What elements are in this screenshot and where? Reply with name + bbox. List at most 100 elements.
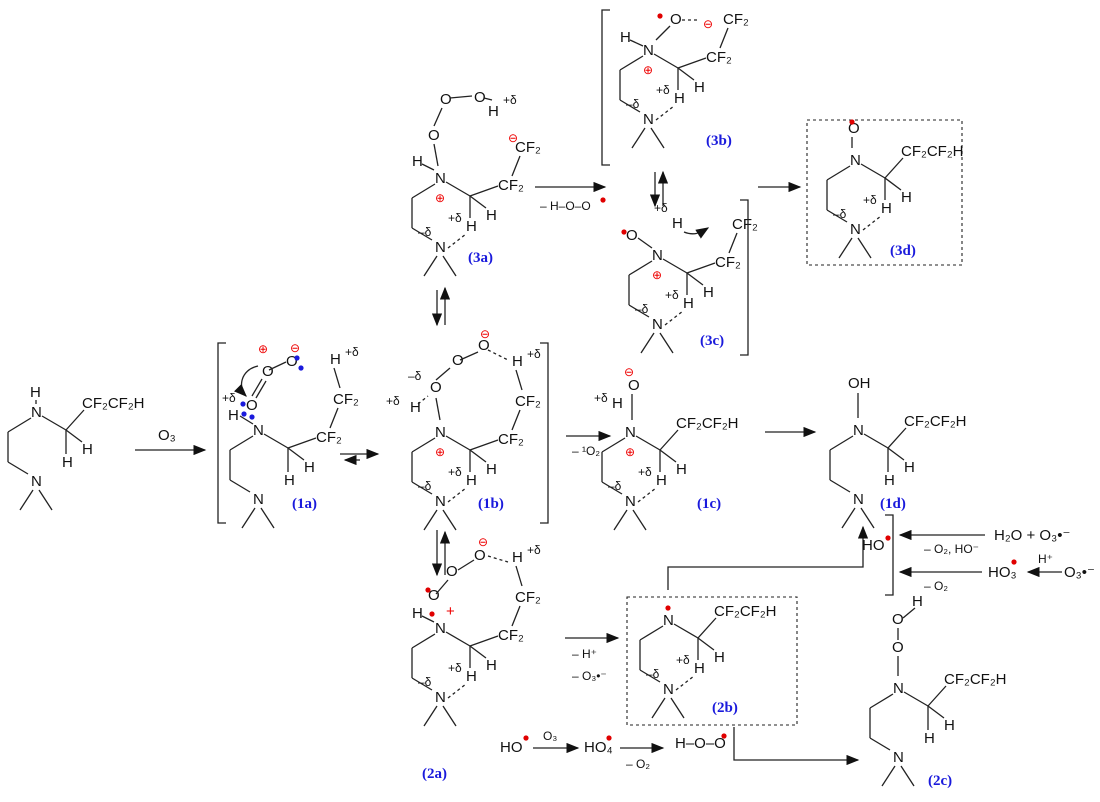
bracket-left-3b xyxy=(601,9,610,166)
bond xyxy=(511,409,521,431)
terminal-hydrogen: H xyxy=(512,549,523,566)
bond xyxy=(241,507,256,529)
bond xyxy=(653,53,679,69)
oxygen: O xyxy=(428,127,440,144)
bond xyxy=(927,685,947,707)
bond xyxy=(411,227,433,241)
bond xyxy=(268,361,287,371)
radical-dot xyxy=(885,535,891,541)
positive-charge: ⊕ xyxy=(435,445,445,459)
bond xyxy=(433,107,443,127)
compound-label-3d: (3d) xyxy=(890,243,916,259)
radical-dot xyxy=(600,197,606,203)
hydrogen-bonded-h: H xyxy=(694,660,705,677)
radical-dot xyxy=(429,611,435,617)
compound-label-2b: (2b) xyxy=(712,700,738,716)
positive-charge: ⊕ xyxy=(625,445,635,459)
reagent-minus-o2-hydroxide: – O₂, HO⁻ xyxy=(924,542,979,556)
oxygen: O xyxy=(452,352,464,369)
cf2-group: CF₂ xyxy=(316,429,342,446)
bond xyxy=(469,185,499,197)
bond xyxy=(483,97,493,101)
tertiary-nitrogen: N xyxy=(652,316,663,333)
tertiary-nitrogen: N xyxy=(893,749,904,766)
bond xyxy=(639,625,664,641)
hydrogen-bonded-h: H xyxy=(466,218,477,235)
partial-negative: –δ xyxy=(646,667,660,681)
partial-positive: +δ xyxy=(386,394,400,408)
n-hydrogen: H xyxy=(30,384,41,401)
bond xyxy=(863,433,889,449)
bond xyxy=(442,705,457,727)
bond xyxy=(435,579,449,595)
hydrogen-bonded-h: H xyxy=(466,668,477,685)
partial-negative: –δ xyxy=(608,479,622,493)
partial-positive: +δ xyxy=(676,653,690,667)
bond xyxy=(651,697,666,719)
tertiary-nitrogen: N xyxy=(853,491,864,508)
bond xyxy=(697,617,717,639)
bond xyxy=(869,737,891,751)
fluoroalkyl-substituent: CF₂CF₂H xyxy=(944,671,1006,688)
bracket-right-3c xyxy=(740,199,749,356)
fluoroalkyl-substituent: CF₂CF₂H xyxy=(676,415,738,432)
tertiary-nitrogen: N xyxy=(850,221,861,238)
bond xyxy=(869,693,894,709)
hydrogen: H xyxy=(703,284,714,301)
bond xyxy=(41,415,67,431)
hydrogen: H xyxy=(924,730,935,747)
bond xyxy=(65,409,85,431)
oxygen: O xyxy=(626,227,638,244)
bond xyxy=(670,697,685,719)
amine-nitrogen: N xyxy=(853,422,864,439)
reagent-proton: H⁺ xyxy=(1038,552,1053,566)
electron-flow-arrow xyxy=(234,365,259,397)
radical-dot xyxy=(621,229,627,235)
lone-pair-dot xyxy=(294,355,300,361)
negative-charge: ⊖ xyxy=(478,535,488,549)
hydrogen-bonded-h: H xyxy=(674,90,685,107)
oxygen: O xyxy=(892,611,904,628)
hydrogen-bond xyxy=(675,675,695,691)
bond xyxy=(469,645,487,659)
cf2-group: CF₂ xyxy=(715,254,741,271)
hydrogen: H xyxy=(612,395,623,412)
reagent-minus-o2: – O₂ xyxy=(626,757,650,771)
hydrogen-bonded-h: H xyxy=(466,472,477,489)
bond xyxy=(287,437,317,449)
bracket-left-1a xyxy=(217,342,226,524)
bond xyxy=(829,479,851,493)
connector-2b-to-2c xyxy=(733,727,860,766)
bond xyxy=(411,677,433,691)
bond xyxy=(435,397,441,421)
bond xyxy=(659,429,679,451)
bond xyxy=(619,99,641,113)
lone-pair-dot xyxy=(298,365,304,371)
ozone-oxygen: O xyxy=(286,353,298,370)
ozone-oxygen: O xyxy=(262,363,274,380)
hydrogen: H xyxy=(304,459,315,476)
hydrogen-bond xyxy=(447,233,467,249)
tertiary-nitrogen: N xyxy=(435,689,446,706)
partial-positive: +δ xyxy=(594,391,608,405)
hydrogen: H xyxy=(904,459,915,476)
bond xyxy=(601,481,623,495)
hydroxyl-hydrogen: H xyxy=(488,103,499,120)
bond xyxy=(619,55,644,71)
bond xyxy=(329,407,339,429)
ozone-oxygen: O xyxy=(246,397,258,414)
oxygen: O xyxy=(428,587,440,604)
cf2-group: CF₂ xyxy=(498,177,524,194)
hydrogen: H xyxy=(486,657,497,674)
bond xyxy=(445,435,471,451)
bond xyxy=(677,57,707,69)
bond xyxy=(421,163,435,171)
fluoroalkyl-substituent: CF₂CF₂H xyxy=(82,395,144,412)
bond xyxy=(613,509,628,531)
bond xyxy=(719,27,729,49)
bond xyxy=(639,669,661,683)
positive-charge: ⊕ xyxy=(435,191,445,205)
reagent-minus-singlet-o2: – ¹O₂ xyxy=(572,444,600,458)
negative-charge: ⊖ xyxy=(703,17,713,31)
